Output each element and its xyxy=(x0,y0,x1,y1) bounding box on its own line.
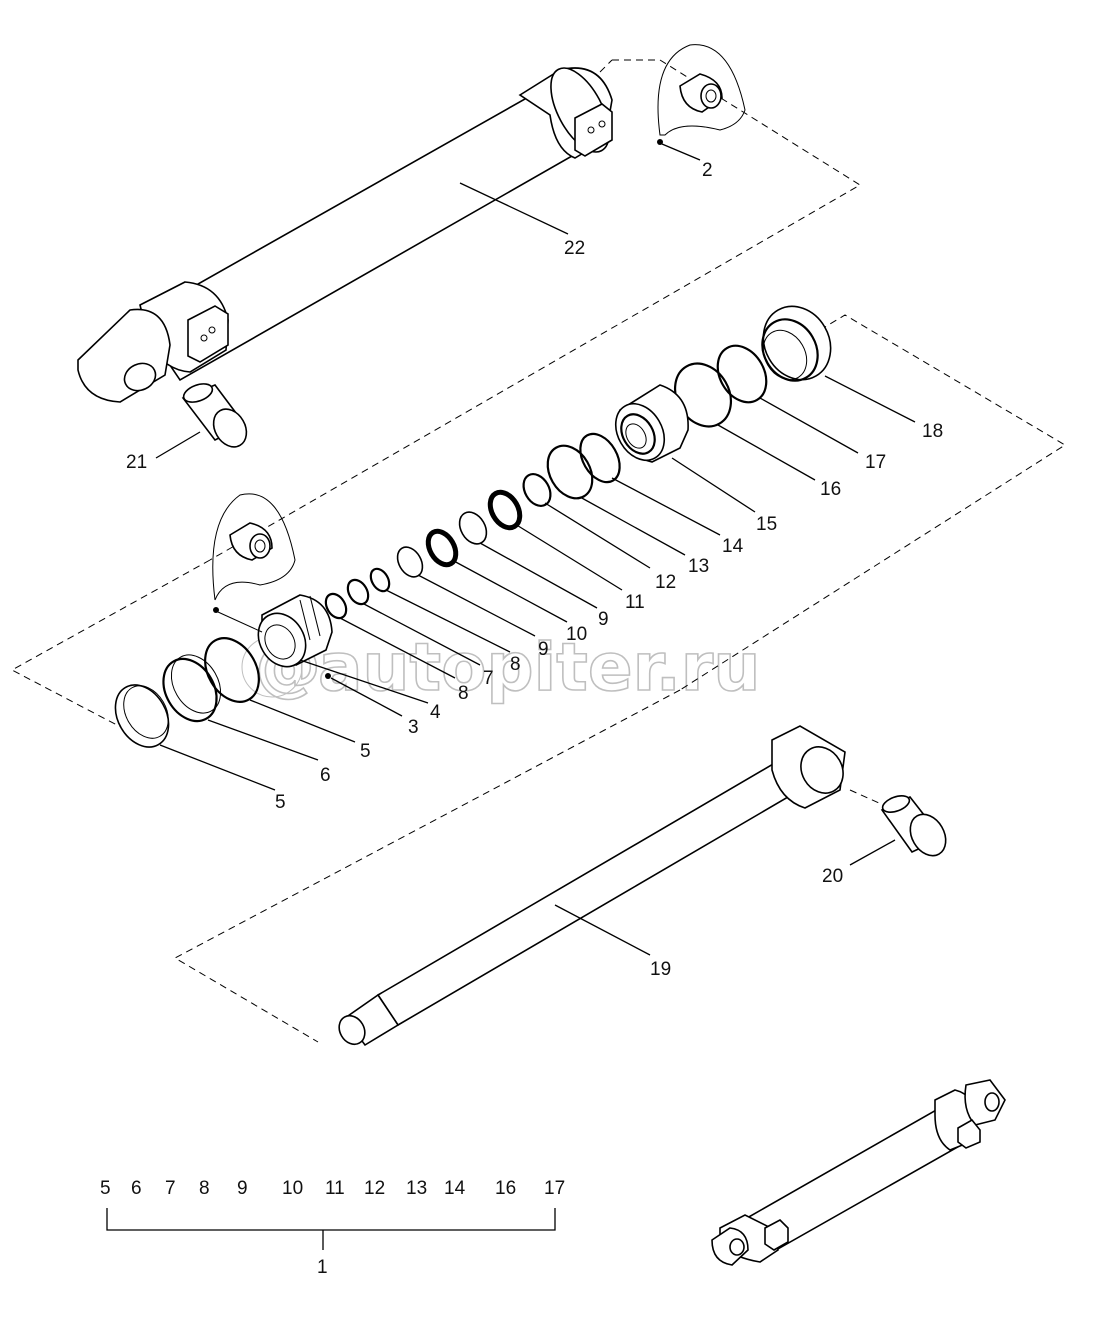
callout-6: 6 xyxy=(320,765,331,786)
ring-part-8b xyxy=(324,592,456,679)
kit-item-6: 6 xyxy=(131,1178,142,1199)
detail-bushing-part-2 xyxy=(657,44,746,161)
kit-item-8: 8 xyxy=(199,1178,210,1199)
callout-13: 13 xyxy=(688,556,709,577)
kit-item-17: 17 xyxy=(544,1178,565,1199)
kit-bracket: 5 6 7 8 9 10 11 12 13 14 16 17 1 xyxy=(100,1178,565,1278)
callout-19: 19 xyxy=(650,959,671,980)
callout-2: 2 xyxy=(702,160,713,181)
kit-item-10: 10 xyxy=(282,1178,303,1199)
callout-8a: 8 xyxy=(510,654,521,675)
bushing-part-20 xyxy=(849,795,947,866)
callout-18: 18 xyxy=(922,421,943,442)
piston-rod-part-19 xyxy=(173,689,891,1047)
kit-item-11: 11 xyxy=(325,1178,345,1199)
callout-15: 15 xyxy=(756,514,777,535)
callout-14: 14 xyxy=(722,536,744,557)
callout-3: 3 xyxy=(408,717,419,738)
ring-part-12 xyxy=(522,473,651,569)
kit-item-12: 12 xyxy=(364,1178,385,1199)
bushing-part-21 xyxy=(155,383,248,459)
callout-12: 12 xyxy=(655,572,676,593)
kit-item-7: 7 xyxy=(165,1178,176,1199)
oring-part-13 xyxy=(546,444,686,556)
seal-part-11 xyxy=(487,489,623,591)
ball-part-3 xyxy=(325,673,403,717)
callout-16: 16 xyxy=(820,479,841,500)
callout-17: 17 xyxy=(865,452,886,473)
callout-5b: 5 xyxy=(275,792,286,813)
cylinder-barrel-part-22 xyxy=(77,59,861,561)
kit-label-1: 1 xyxy=(317,1257,328,1278)
ring-part-9a xyxy=(458,511,598,609)
callout-9b: 9 xyxy=(538,639,549,660)
piston-part-4 xyxy=(257,594,429,704)
callout-10: 10 xyxy=(566,624,587,645)
kit-item-9: 9 xyxy=(237,1178,248,1199)
watermark: @ autopiter.ru xyxy=(241,626,761,707)
ring-part-9b xyxy=(396,546,536,637)
ring-part-5b xyxy=(114,684,276,791)
callout-22: 22 xyxy=(564,238,585,259)
gland-nut-part-18 xyxy=(761,305,916,423)
callout-9a: 9 xyxy=(598,609,609,630)
callout-8b: 8 xyxy=(458,683,469,704)
callout-4: 4 xyxy=(430,702,441,723)
kit-item-13: 13 xyxy=(406,1178,427,1199)
ring-part-17 xyxy=(716,344,859,454)
seal-part-10 xyxy=(425,528,568,623)
callout-21: 21 xyxy=(126,452,147,473)
gland-part-15 xyxy=(614,384,756,513)
callout-11: 11 xyxy=(625,592,645,613)
ring-part-5a xyxy=(204,637,356,743)
detail-bushing-bubble xyxy=(212,493,296,633)
callout-7: 7 xyxy=(483,668,494,689)
ring-part-6 xyxy=(162,654,319,761)
ring-part-7 xyxy=(346,578,481,666)
ring-part-8a xyxy=(369,567,511,653)
kit-item-14: 14 xyxy=(444,1178,466,1199)
assembled-cylinder-thumbnail xyxy=(711,1079,1006,1266)
callout-20: 20 xyxy=(822,866,843,887)
kit-item-16: 16 xyxy=(495,1178,516,1199)
kit-item-5: 5 xyxy=(100,1178,111,1199)
oring-part-14 xyxy=(579,432,721,536)
watermark-text: autopiter.ru xyxy=(318,629,760,706)
callout-5a: 5 xyxy=(360,741,371,762)
